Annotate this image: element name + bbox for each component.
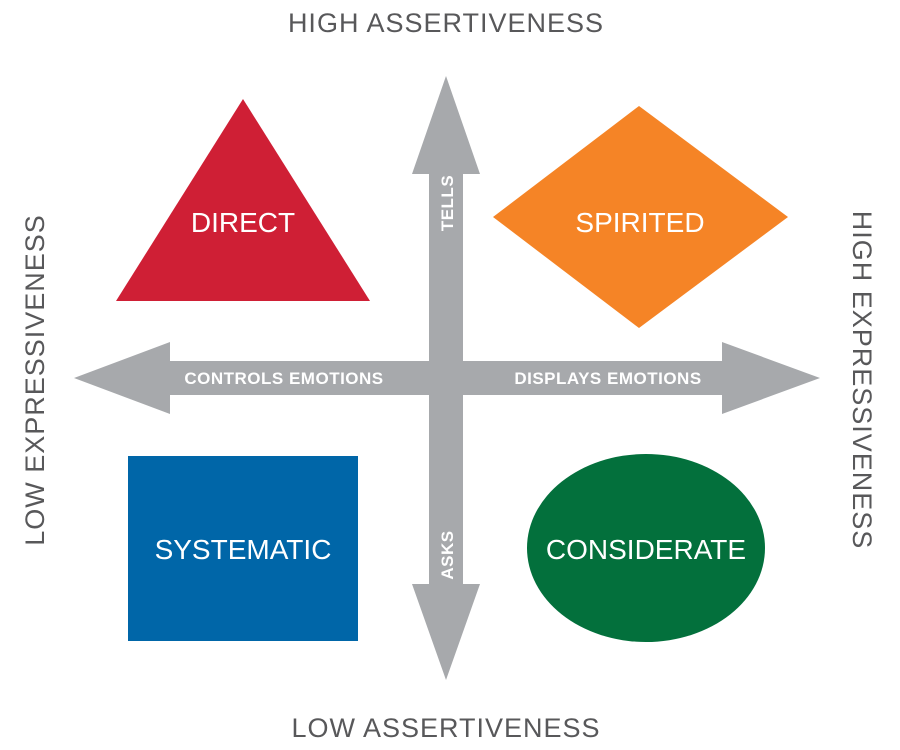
direct-triangle-shape	[116, 99, 370, 301]
arrow-label-tells: TELLS	[438, 175, 457, 231]
arrow-label-displays-emotions: DISPLAYS EMOTIONS	[514, 369, 701, 388]
axis-title-bottom: LOW ASSERTIVENESS	[291, 713, 600, 743]
axis-title-right: HIGH EXPRESSIVENESS	[847, 211, 877, 550]
systematic-label: SYSTEMATIC	[155, 534, 332, 565]
vertical-axis-arrow	[412, 76, 480, 680]
spirited-diamond-shape	[493, 106, 788, 328]
considerate-label: CONSIDERATE	[546, 534, 746, 565]
considerate-ellipse-shape	[527, 454, 765, 642]
spirited-label: SPIRITED	[575, 207, 704, 238]
axis-title-top: HIGH ASSERTIVENESS	[288, 8, 604, 38]
arrow-label-controls-emotions: CONTROLS EMOTIONS	[184, 369, 383, 388]
direct-label: DIRECT	[191, 207, 295, 238]
systematic-square-shape	[128, 456, 358, 641]
arrow-label-asks: ASKS	[438, 530, 457, 579]
axis-title-left: LOW EXPRESSIVENESS	[20, 214, 50, 546]
